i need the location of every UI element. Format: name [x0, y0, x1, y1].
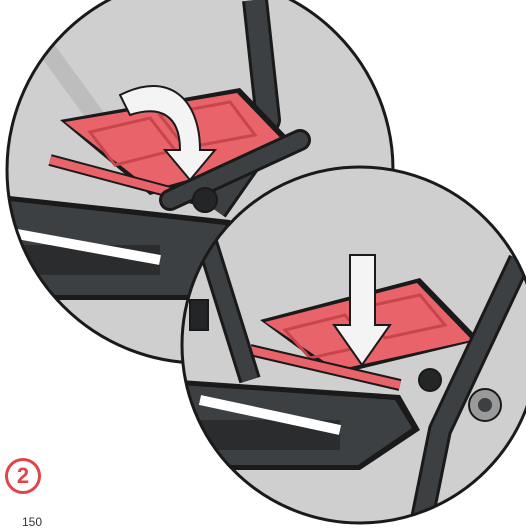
page-number: 150: [22, 516, 42, 529]
step-number-badge: 2: [5, 458, 41, 494]
step-number: 2: [17, 463, 29, 489]
